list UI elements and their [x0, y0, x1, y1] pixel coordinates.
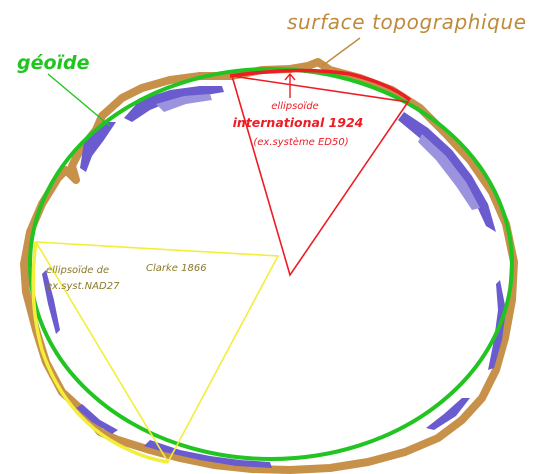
clarke-label-line1b: Clarke 1866 — [146, 263, 207, 274]
surface-label: surface topographique — [287, 10, 527, 34]
international-label-line2: international 1924 — [233, 115, 364, 130]
clarke-ellipsoid — [31, 241, 280, 464]
pointer-arrow — [284, 72, 296, 98]
international-ellipsoid — [229, 68, 412, 277]
geoid-leader-line — [47, 73, 111, 127]
ocean-areas — [42, 86, 506, 468]
international-label-line3: (ex.système ED50) — [253, 136, 348, 148]
geoid-outline — [28, 67, 514, 461]
geoid-label: géoïde — [17, 52, 90, 74]
international-label-line1: ellipsoïde — [271, 101, 318, 112]
clarke-label-line2: ex.syst.NAD27 — [46, 281, 120, 292]
clarke-label-line1a: ellipsoïde de — [46, 265, 109, 276]
surface-leader-line — [321, 37, 361, 67]
